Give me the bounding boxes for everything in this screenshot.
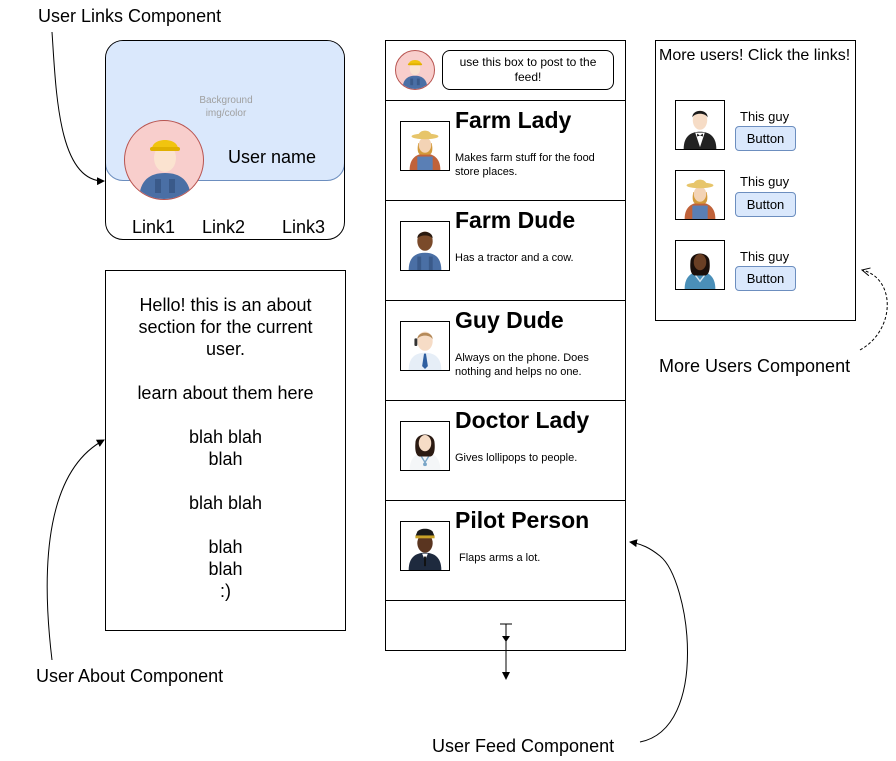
feed-post: Doctor Lady Gives lollipops to people. (386, 401, 625, 501)
post-author[interactable]: Doctor Lady (455, 407, 590, 433)
post-author[interactable]: Guy Dude (455, 307, 564, 333)
about-line: Hello! this is an about (139, 295, 312, 315)
user-label: This guy (740, 174, 790, 189)
more-users-title: More users! Click the links! (659, 47, 851, 64)
user-name: User name (228, 147, 317, 167)
guy-dude-icon[interactable] (400, 321, 450, 371)
doctor-lady-icon[interactable] (400, 421, 450, 471)
farm-dude-icon[interactable] (400, 221, 450, 271)
post-text: Always on the phone. Does nothing and he… (455, 352, 589, 378)
post-author[interactable]: Pilot Person (455, 507, 590, 533)
pilot-person-icon[interactable] (400, 521, 450, 571)
post-input[interactable]: use this box to post to the feed! (442, 50, 614, 90)
post-author[interactable]: Farm Lady (455, 107, 572, 133)
user-about-panel: Hello! this is an about section for the … (105, 270, 346, 631)
doctor-lady-icon[interactable] (675, 240, 725, 290)
farm-lady-icon[interactable] (675, 170, 725, 220)
post-composer-row: use this box to post to the feed! (386, 41, 625, 101)
user-label: This guy (740, 109, 790, 124)
about-line: :) (220, 581, 231, 601)
feed-post: Pilot Person Flaps arms a lot. (386, 501, 625, 601)
more-users-connector-arrow (859, 270, 888, 351)
post-text: Has a tractor and a cow. (455, 252, 574, 264)
user-feed: use this box to post to the feed! Farm L… (385, 40, 626, 651)
more-users-panel: More users! Click the links! This guy Bu… (655, 40, 856, 321)
link-3[interactable]: Link3 (282, 217, 326, 237)
about-line: blah (208, 559, 243, 579)
about-line: blah blah (188, 493, 263, 513)
annotation-user-about: User About Component (36, 666, 224, 686)
user-avatar[interactable] (124, 120, 204, 200)
background-hint: Background img/color (199, 95, 253, 119)
feed-connector-arrow (629, 539, 688, 743)
annotation-more-users: More Users Component (659, 356, 851, 376)
farm-lady-icon[interactable] (400, 121, 450, 171)
about-line: blah blah (188, 427, 263, 447)
post-text: Makes farm stuff for the food store plac… (455, 152, 595, 178)
links-connector-arrow (51, 31, 105, 186)
about-connector-arrow (46, 439, 105, 661)
user-label: This guy (740, 249, 790, 264)
link-2[interactable]: Link2 (202, 217, 246, 237)
annotation-user-links: User Links Component (38, 6, 222, 26)
about-line: blah (208, 449, 243, 469)
feed-post: Guy Dude Always on the phone. Does nothi… (386, 301, 625, 401)
about-line: user. (205, 339, 246, 359)
about-line: learn about them here (137, 383, 314, 403)
scroll-mid-arrowhead-icon (502, 636, 510, 642)
about-line: section for the current (138, 317, 313, 337)
feed-post: Farm Lady Makes farm stuff for the food … (386, 101, 625, 201)
about-line: blah (208, 537, 243, 557)
user-button[interactable]: Button (735, 266, 796, 291)
user-button[interactable]: Button (735, 192, 796, 217)
user-button[interactable]: Button (735, 126, 796, 151)
feed-post: Farm Dude Has a tractor and a cow. (386, 201, 625, 301)
waiter-icon[interactable] (675, 100, 725, 150)
post-text: Gives lollipops to people. (455, 452, 578, 464)
link-1[interactable]: Link1 (132, 217, 176, 237)
post-author[interactable]: Farm Dude (455, 207, 576, 233)
annotation-user-feed: User Feed Component (432, 736, 615, 756)
post-text: Flaps arms a lot. (459, 552, 541, 564)
composer-avatar[interactable] (395, 50, 435, 90)
